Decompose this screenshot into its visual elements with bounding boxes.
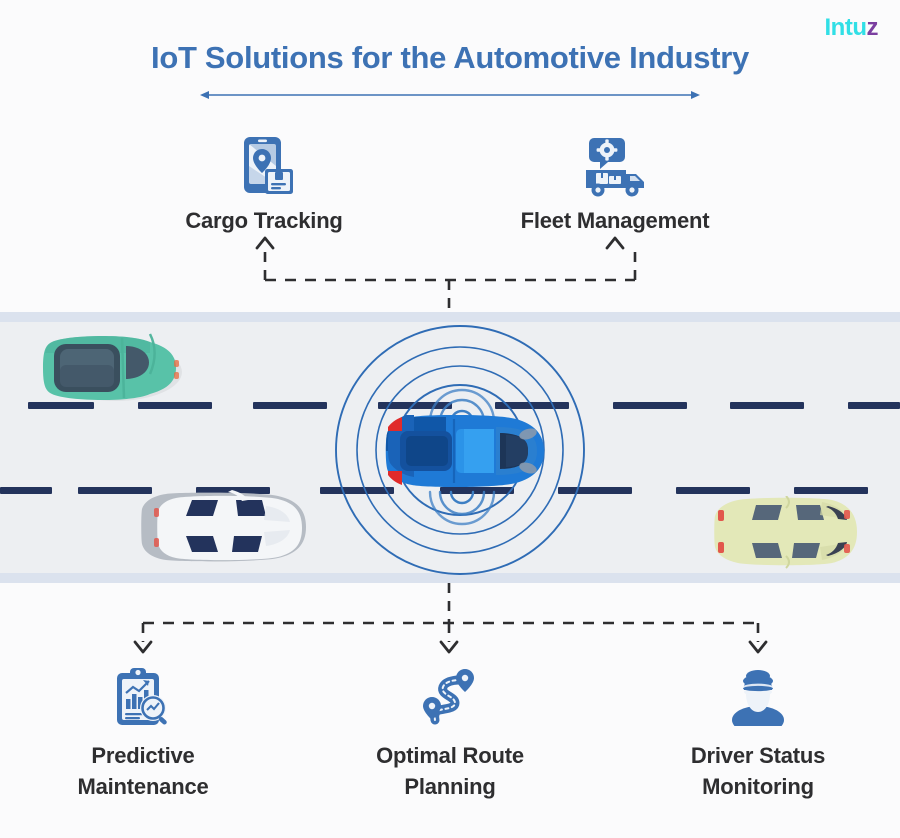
brand-name: Intu (824, 14, 867, 41)
arrow-down-icon (439, 640, 459, 654)
clipboard-chart-magnifier-icon (3, 662, 283, 732)
feature-fleet-management[interactable]: Fleet Management (465, 132, 765, 234)
feature-label-line1: Optimal Route (376, 743, 524, 768)
brand-name-accent: z (866, 14, 879, 41)
feature-label-line1: Driver Status (690, 743, 826, 768)
arrow-up-icon (605, 236, 625, 250)
feature-label: Optimal Route Planning (310, 740, 590, 802)
feature-label-line1: Predictive (91, 743, 195, 768)
road-edge-bottom (0, 573, 900, 583)
winding-route-pins-icon (310, 662, 590, 732)
feature-cargo-tracking[interactable]: Cargo Tracking (114, 132, 414, 234)
feature-label-line2: Maintenance (77, 774, 209, 800)
signal-wave-arcs-bottom (428, 490, 496, 526)
arrow-down-icon (133, 640, 153, 654)
cream-car-top-view (714, 496, 857, 569)
white-car-top-view (141, 490, 306, 562)
brand-logo: Intuz (824, 14, 879, 42)
feature-predictive-maintenance[interactable]: Predictive Maintenance (3, 662, 283, 802)
feature-label-line2: Monitoring (702, 774, 814, 800)
feature-label: Driver Status Monitoring (618, 740, 898, 802)
feature-label: Fleet Management (520, 208, 710, 233)
title-underline-rule (200, 91, 700, 99)
phone-map-package-icon (114, 132, 414, 202)
blue-car-top-view (385, 415, 544, 487)
truck-gear-icon (465, 132, 765, 202)
connector-top (255, 236, 637, 312)
arrow-down-icon (748, 640, 768, 654)
page-title: IoT Solutions for the Automotive Industr… (151, 40, 749, 75)
teal-car-top-view (43, 333, 182, 401)
arrow-up-icon (255, 236, 275, 250)
feature-label: Predictive Maintenance (3, 740, 283, 802)
feature-driver-status-monitoring[interactable]: Driver Status Monitoring (618, 662, 898, 802)
feature-label: Cargo Tracking (185, 208, 343, 233)
driver-cap-person-icon (618, 662, 898, 732)
feature-label-line2: Planning (404, 774, 496, 800)
road-edge-top (0, 312, 900, 322)
feature-optimal-route-planning[interactable]: Optimal Route Planning (310, 662, 590, 802)
